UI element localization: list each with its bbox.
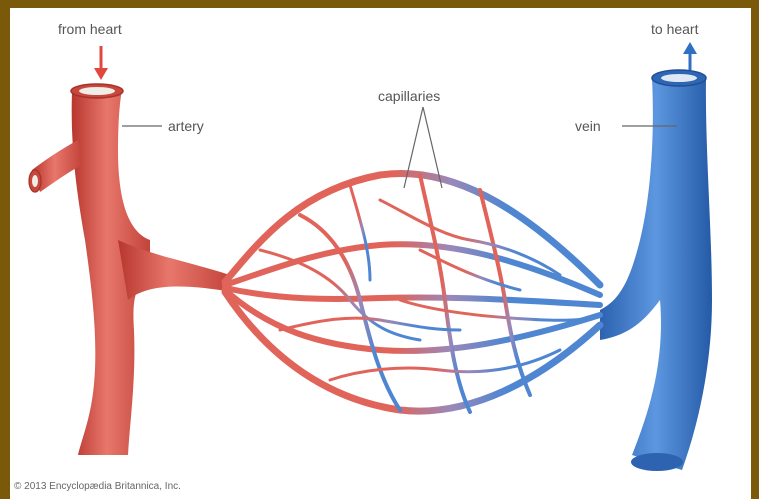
capillary-network [225,173,600,412]
vein-vessel [600,70,712,471]
artery-vessel [29,84,232,455]
to-heart-arrow-icon [683,42,697,70]
artery-label: artery [168,118,204,134]
to-heart-label: to heart [651,21,698,37]
from-heart-arrow-icon [94,46,108,80]
capillaries-label: capillaries [378,88,440,104]
vein-label: vein [575,118,601,134]
copyright-notice: © 2013 Encyclopædia Britannica, Inc. [14,481,181,492]
from-heart-label: from heart [58,21,122,37]
